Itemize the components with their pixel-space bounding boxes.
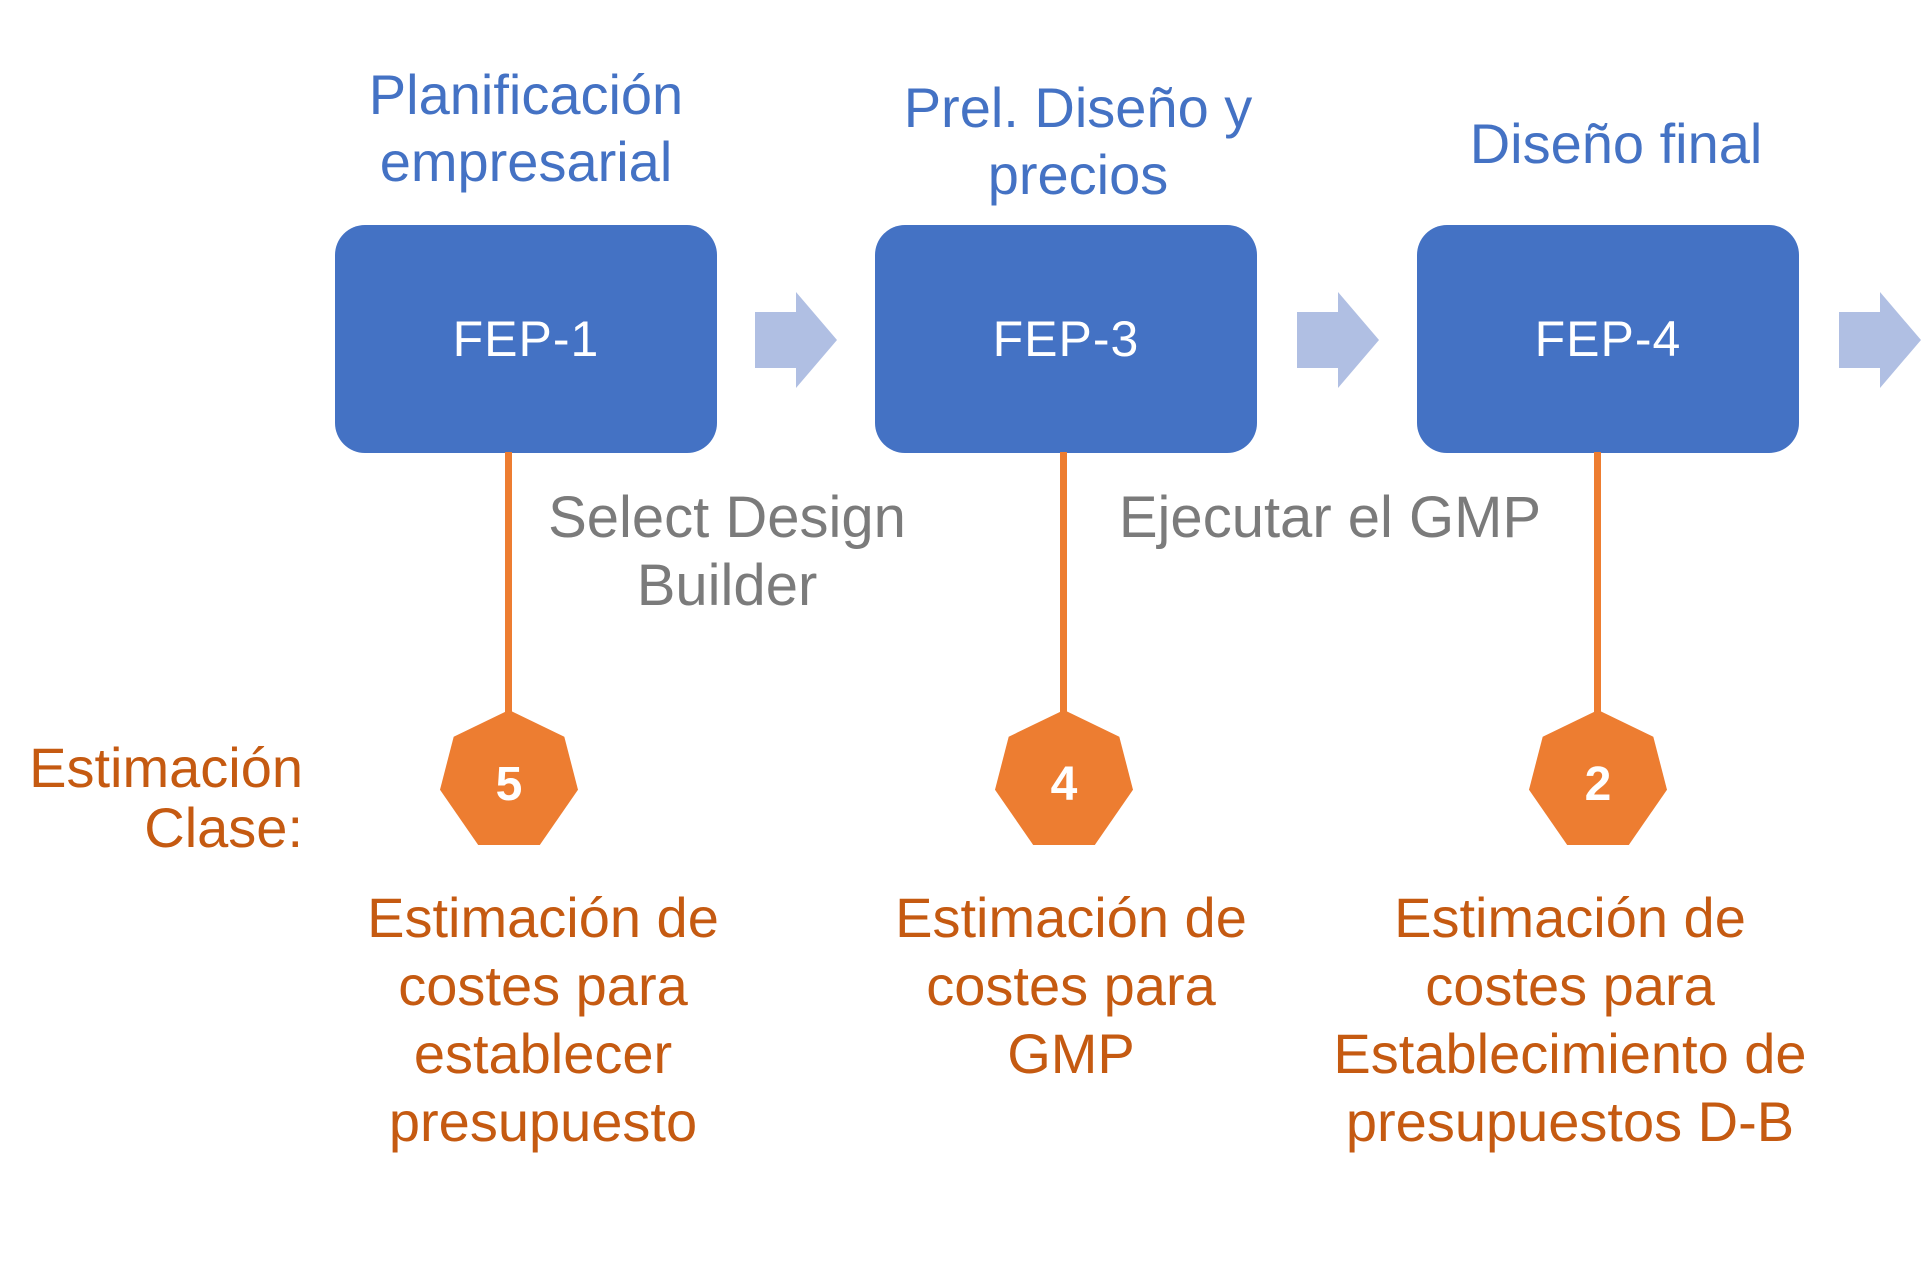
stage-header-prel-diseno: Prel. Diseño y precios	[778, 74, 1378, 208]
estimation-class-line: Estimación	[29, 736, 303, 799]
estimation-class-line: Clase:	[144, 796, 303, 859]
heptagon-class-badge: 5	[440, 710, 578, 845]
estimate-line: Establecimiento de	[1333, 1022, 1807, 1085]
milestone-select-design-builder: Select Design Builder	[477, 484, 977, 620]
estimate-description: Estimación de costes para Establecimient…	[1310, 884, 1830, 1156]
estimate-line: presupuestos D-B	[1345, 1090, 1795, 1153]
stage-header-line: empresarial	[379, 130, 673, 193]
estimate-line: costes para	[926, 954, 1216, 1017]
estimate-line: GMP	[1007, 1022, 1135, 1085]
connector-line	[1594, 452, 1601, 712]
class-number: 2	[1584, 758, 1612, 811]
milestone-line: Ejecutar el GMP	[1118, 485, 1542, 550]
stage-header-line: Diseño final	[1469, 112, 1763, 175]
fep-box-label: FEP-3	[992, 311, 1140, 367]
milestone-ejecutar-gmp: Ejecutar el GMP	[1030, 484, 1630, 552]
flow-arrow-icon	[1839, 292, 1921, 388]
stage-header-line: Prel. Diseño y	[903, 76, 1253, 139]
flow-arrow-icon	[755, 292, 837, 388]
stage-header-line: Planificación	[368, 63, 684, 126]
fep-1-box: FEP-1	[335, 225, 717, 453]
milestone-line: Builder	[636, 553, 818, 618]
fep-box-label: FEP-1	[452, 311, 600, 367]
connector-line	[1060, 452, 1067, 712]
estimate-line: Estimación de	[367, 886, 719, 949]
estimate-line: Estimación de	[895, 886, 1247, 949]
milestone-line: Select Design	[548, 485, 906, 550]
stage-header-planificacion: Planificación empresarial	[226, 61, 826, 195]
flow-arrow-icon	[1297, 292, 1379, 388]
class-number: 4	[1050, 758, 1078, 811]
estimate-line: costes para	[398, 954, 688, 1017]
stage-header-line: precios	[987, 143, 1169, 206]
estimate-line: establecer	[413, 1022, 673, 1085]
estimate-line: costes para	[1425, 954, 1715, 1017]
estimate-line: presupuesto	[388, 1090, 698, 1153]
estimate-line: Estimación de	[1394, 886, 1746, 949]
connector-line	[505, 452, 512, 712]
fep-3-box: FEP-3	[875, 225, 1257, 453]
heptagon-class-badge: 4	[995, 710, 1133, 845]
class-number: 5	[495, 758, 523, 811]
estimate-description: Estimación de costes para establecer pre…	[283, 884, 803, 1156]
fep-4-box: FEP-4	[1417, 225, 1799, 453]
estimation-class-label: Estimación Clase:	[0, 738, 303, 858]
heptagon-class-badge: 2	[1529, 710, 1667, 845]
fep-box-label: FEP-4	[1534, 311, 1682, 367]
estimate-description: Estimación de costes para GMP	[811, 884, 1331, 1088]
stage-header-diseno-final: Diseño final	[1316, 110, 1916, 177]
